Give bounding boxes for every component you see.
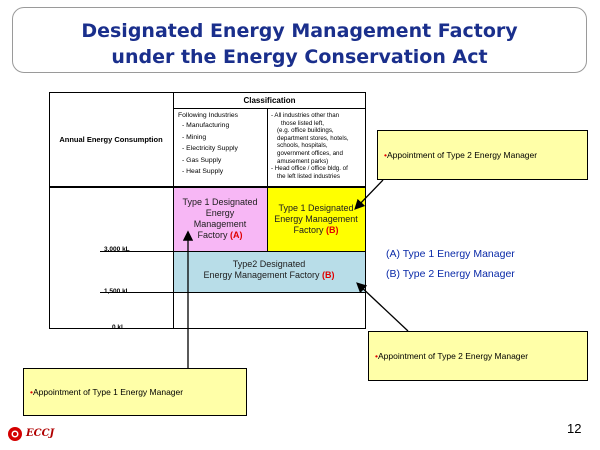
arrow-to-type2 [356, 282, 409, 332]
table-divider-h-1500 [100, 292, 366, 293]
other-industries-line: government offices, and [277, 149, 343, 157]
other-industries-line: (e.g. office buildings, [277, 127, 334, 135]
slide-title-box: Designated Energy Management Factory und… [12, 7, 587, 73]
following-industries-heading: Following Industries [178, 112, 239, 119]
callout-type1: •Appointment of Type 1 Energy Manager [23, 368, 247, 416]
industry-item: - Heat Supply [182, 168, 224, 176]
callout-bullet: • [384, 150, 387, 160]
type2-label: Type2 Designated Energy Management Facto… [173, 259, 365, 281]
table-divider-h-top [49, 186, 366, 188]
callout-text: Appointment of Type 1 Energy Manager [32, 387, 184, 397]
industry-item: - Gas Supply [182, 156, 222, 164]
other-industries-line: - All industries other than [271, 112, 340, 119]
eccj-logo-text: ECCJ [26, 428, 55, 439]
table-divider-v2 [267, 108, 268, 251]
type1a-label: Type 1 Designated Energy Management Fact… [173, 197, 267, 241]
type2-tag: (B) [322, 270, 335, 280]
other-industries-line: amusement parks) [277, 157, 329, 165]
eccj-logo: ECCJ [7, 425, 67, 443]
type1b-line: Energy Management [274, 214, 358, 224]
table-divider-h-header [173, 108, 366, 109]
callout-text: Appointment of Type 2 Energy Manager [386, 150, 538, 160]
type1a-line: Management [193, 219, 247, 229]
other-industries-line: the left listed industries [277, 172, 340, 180]
callout-type2-top: •Appointment of Type 2 Energy Manager [377, 130, 588, 180]
legend-b: (B) Type 2 Energy Manager [386, 268, 515, 280]
type1b-cell [267, 187, 365, 251]
threshold-0: 0 kl [112, 324, 123, 331]
classification-header: Classification [243, 96, 296, 105]
page-number: 12 [567, 421, 582, 436]
industry-item: - Manufacturing [182, 122, 230, 130]
other-industries-line: department stores, hotels, [277, 134, 349, 142]
type1b-label: Type 1 Designated Energy Management Fact… [267, 203, 365, 236]
eccj-logo-mark-icon [8, 427, 22, 441]
type1b-line: Factory [293, 225, 324, 235]
callout-text: Appointment of Type 2 Energy Manager [377, 351, 529, 361]
type1b-line: Type 1 Designated [278, 203, 354, 213]
table-divider-h-3000 [100, 251, 366, 252]
classification-table [49, 92, 366, 329]
callout-bullet: • [30, 387, 33, 397]
following-industries-list: Following Industries - Manufacturing - M… [178, 112, 268, 178]
other-industries-line: schools, hospitals, [277, 142, 328, 150]
threshold-1500: 1,500 kL [104, 288, 130, 295]
callout-bullet: • [375, 351, 378, 361]
type1a-tag: (A) [230, 230, 243, 240]
slide-title-line-1: Designated Energy Management Factory [81, 20, 518, 42]
slide-title-line-2: under the Energy Conservation Act [111, 46, 488, 68]
table-divider-v1 [173, 92, 174, 329]
type2-line: Energy Management Factory [203, 270, 320, 280]
industry-item: - Mining [182, 133, 207, 141]
other-industries-list: - All industries other than those listed… [271, 112, 367, 180]
type2-line: Type2 Designated [232, 259, 306, 269]
type1a-line: Factory [197, 230, 228, 240]
legend-a: (A) Type 1 Energy Manager [386, 248, 515, 260]
type2-cell [173, 251, 365, 292]
other-industries-line: those listed left, [281, 119, 324, 127]
industry-item: - Electricity Supply [182, 145, 238, 153]
type1a-line: Type 1 Designated [182, 197, 258, 207]
type1b-tag: (B) [326, 225, 339, 235]
other-industries-line: - Head office / office bldg. of [271, 165, 348, 173]
row-header: Annual Energy Consumption [59, 135, 163, 144]
threshold-3000: 3,000 kL [104, 246, 130, 253]
arrow-to-type1b [354, 179, 384, 210]
type1a-line: Energy [205, 208, 235, 218]
callout-type2-bottom: •Appointment of Type 2 Energy Manager [368, 331, 588, 381]
